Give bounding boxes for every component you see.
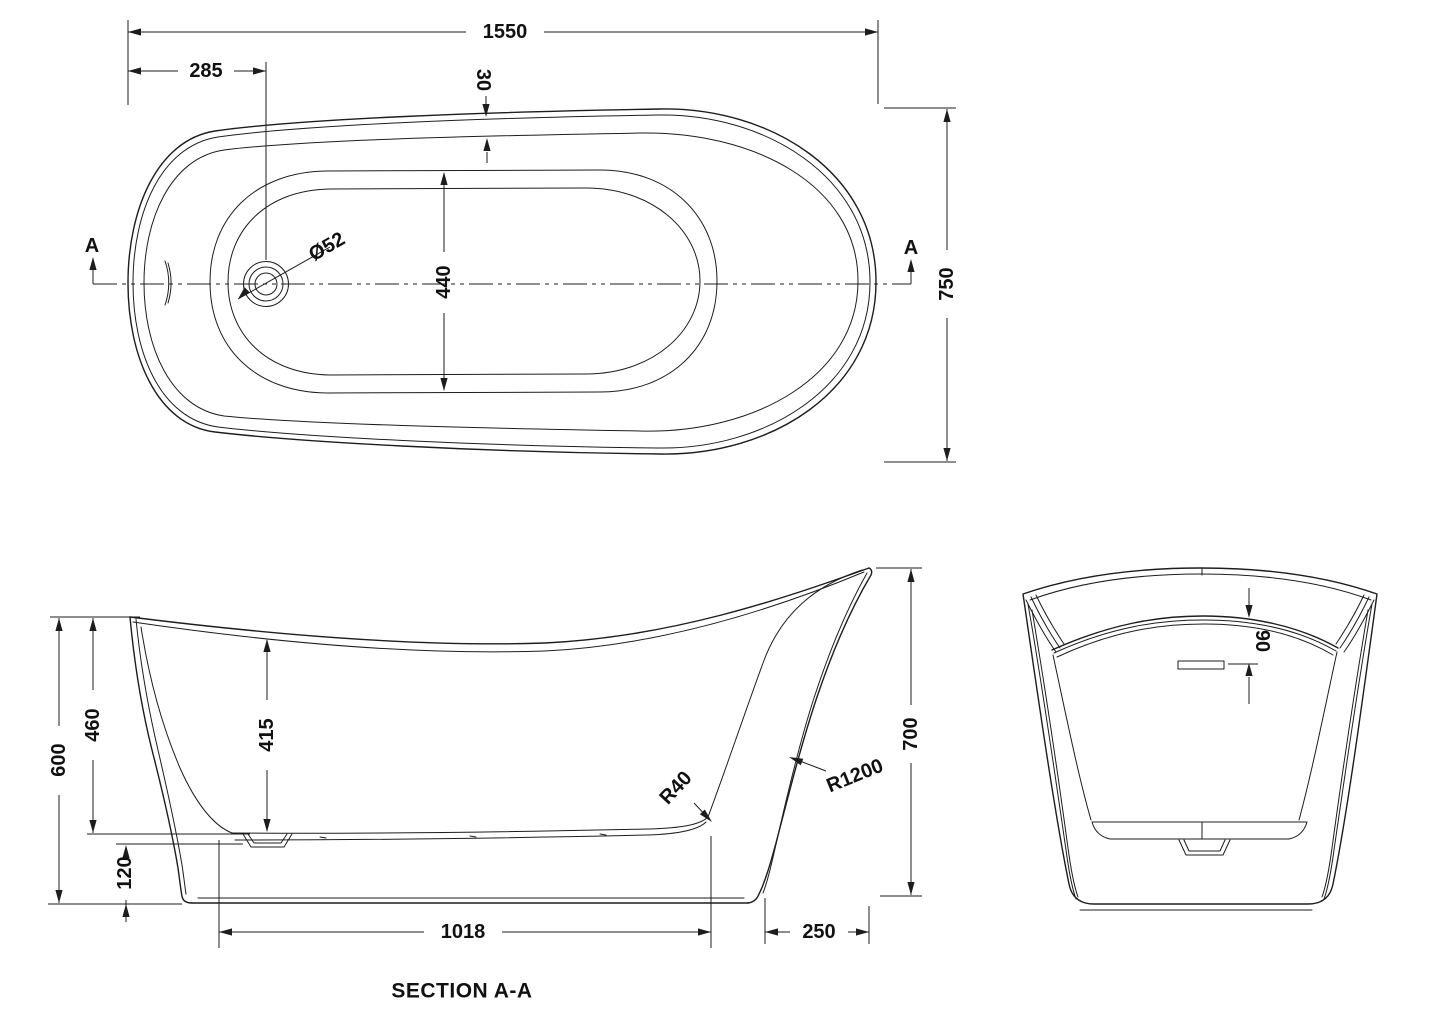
dim-overall-width: 750 — [884, 107, 958, 463]
dim-height-left: 600 — [48, 616, 182, 905]
leader-arrowhead — [789, 757, 804, 766]
right-wall-outer — [747, 567, 873, 904]
dim-drain-offset: 285 — [128, 60, 267, 260]
dim-overflow-offset-label: 90 — [1251, 630, 1273, 652]
rim-inner-edge — [132, 571, 865, 653]
section-marker-right: A — [904, 237, 918, 284]
tub-outer-outline — [127, 108, 877, 455]
leader-line — [237, 246, 331, 300]
basin-inner-edge — [227, 187, 701, 376]
top-view: A A 1550 285 30 440 — [85, 20, 958, 463]
dim-drain-offset-label: 285 — [189, 60, 222, 82]
dim-lines — [764, 898, 870, 944]
left-wall-outer — [129, 616, 193, 904]
floor-edges — [1091, 821, 1308, 840]
section-arrow-up — [89, 257, 97, 270]
interior-back-wall — [707, 569, 863, 818]
dim-lines — [485, 96, 488, 163]
dim-base-height-label: 120 — [114, 856, 136, 889]
section-arrow-up — [907, 259, 915, 272]
dim-base-length-label: 1018 — [441, 921, 486, 943]
overflow-slot-plan — [164, 260, 172, 306]
dim-overflow-offset: 90 — [1228, 588, 1273, 704]
dim-overall-length: 1550 — [127, 20, 879, 105]
right-corner-fold — [1335, 594, 1375, 653]
dim-height-right-label: 700 — [900, 717, 922, 750]
dim-arrowheads — [482, 104, 491, 151]
floor-bottom-line — [234, 821, 707, 841]
dim-backrest-radius-label: R1200 — [824, 755, 887, 797]
dim-base-inset-label: 250 — [802, 921, 835, 943]
rim-inner-edge — [143, 132, 859, 432]
right-side-inner-lines — [1321, 603, 1373, 900]
dim-overall-width-label: 750 — [936, 267, 958, 300]
right-wall-inner — [762, 572, 868, 894]
tub-outer-inner-edge — [132, 114, 871, 449]
dim-interior-width: 440 — [433, 172, 455, 391]
left-corner-fold — [1025, 594, 1065, 653]
leader-arrowhead — [699, 809, 712, 822]
drain-bump — [1178, 839, 1231, 856]
end-view: 90 — [1022, 567, 1378, 911]
rim-top-inner-arc — [1029, 573, 1372, 601]
dim-backrest-radius: R1200 — [789, 755, 886, 797]
dim-lines — [884, 107, 956, 463]
section-title: SECTION A-A — [391, 980, 532, 1003]
dim-rim-width: 30 — [472, 69, 494, 163]
dim-seat-radius-label: R40 — [655, 767, 696, 809]
section-marker-left-label: A — [85, 235, 99, 257]
rim-inner-band-lower — [1056, 623, 1334, 658]
floor-tick-marks — [319, 833, 607, 839]
section-marker-left: A — [85, 235, 99, 284]
dim-lines — [87, 618, 250, 835]
dim-height-right: 700 — [876, 567, 922, 897]
dim-interior-depth-label: 415 — [256, 718, 278, 751]
dim-rim-width-label: 30 — [472, 69, 494, 91]
rim-inner-band-upper — [1051, 615, 1339, 651]
left-interior-surface — [140, 626, 233, 834]
dim-lines — [218, 836, 712, 948]
dim-rim-height-left-label: 460 — [82, 708, 104, 741]
dim-lines — [876, 567, 922, 897]
dim-base-length: 1018 — [218, 836, 712, 948]
dim-base-inset: 250 — [764, 898, 870, 944]
dim-lines — [128, 62, 267, 260]
floor-top-line — [231, 816, 709, 834]
dim-drain-diameter: Ø52 — [237, 228, 349, 300]
basin-outer-edge — [209, 169, 718, 394]
dim-rim-height-left: 460 — [82, 618, 250, 835]
dim-lines — [127, 20, 879, 105]
interior-wall-right — [1298, 651, 1338, 821]
dim-seat-radius: R40 — [655, 767, 712, 822]
rim-top-edge — [129, 567, 870, 645]
dim-arrowheads — [765, 928, 869, 936]
dim-interior-depth: 415 — [256, 639, 278, 832]
section-marker-right-label: A — [904, 237, 918, 259]
rim-inner-band-mid — [1053, 619, 1337, 654]
dim-height-left-label: 600 — [48, 743, 70, 776]
dim-lines — [48, 616, 182, 905]
left-side-inner-lines — [1027, 603, 1079, 900]
drain-recess — [242, 833, 293, 848]
dim-lines — [1228, 588, 1258, 704]
dim-overall-length-label: 1550 — [483, 21, 528, 43]
dim-interior-width-label: 440 — [433, 265, 455, 298]
dim-base-height: 120 — [114, 843, 243, 922]
dim-drain-diameter-label: Ø52 — [305, 228, 349, 266]
overflow-slot — [1177, 660, 1225, 670]
side-view: 600 460 415 120 1018 250 — [48, 567, 922, 1003]
left-wall-inner — [135, 618, 187, 895]
outer-outline — [1022, 567, 1378, 905]
interior-wall-left — [1052, 654, 1092, 821]
leader-arrowhead — [238, 287, 250, 299]
